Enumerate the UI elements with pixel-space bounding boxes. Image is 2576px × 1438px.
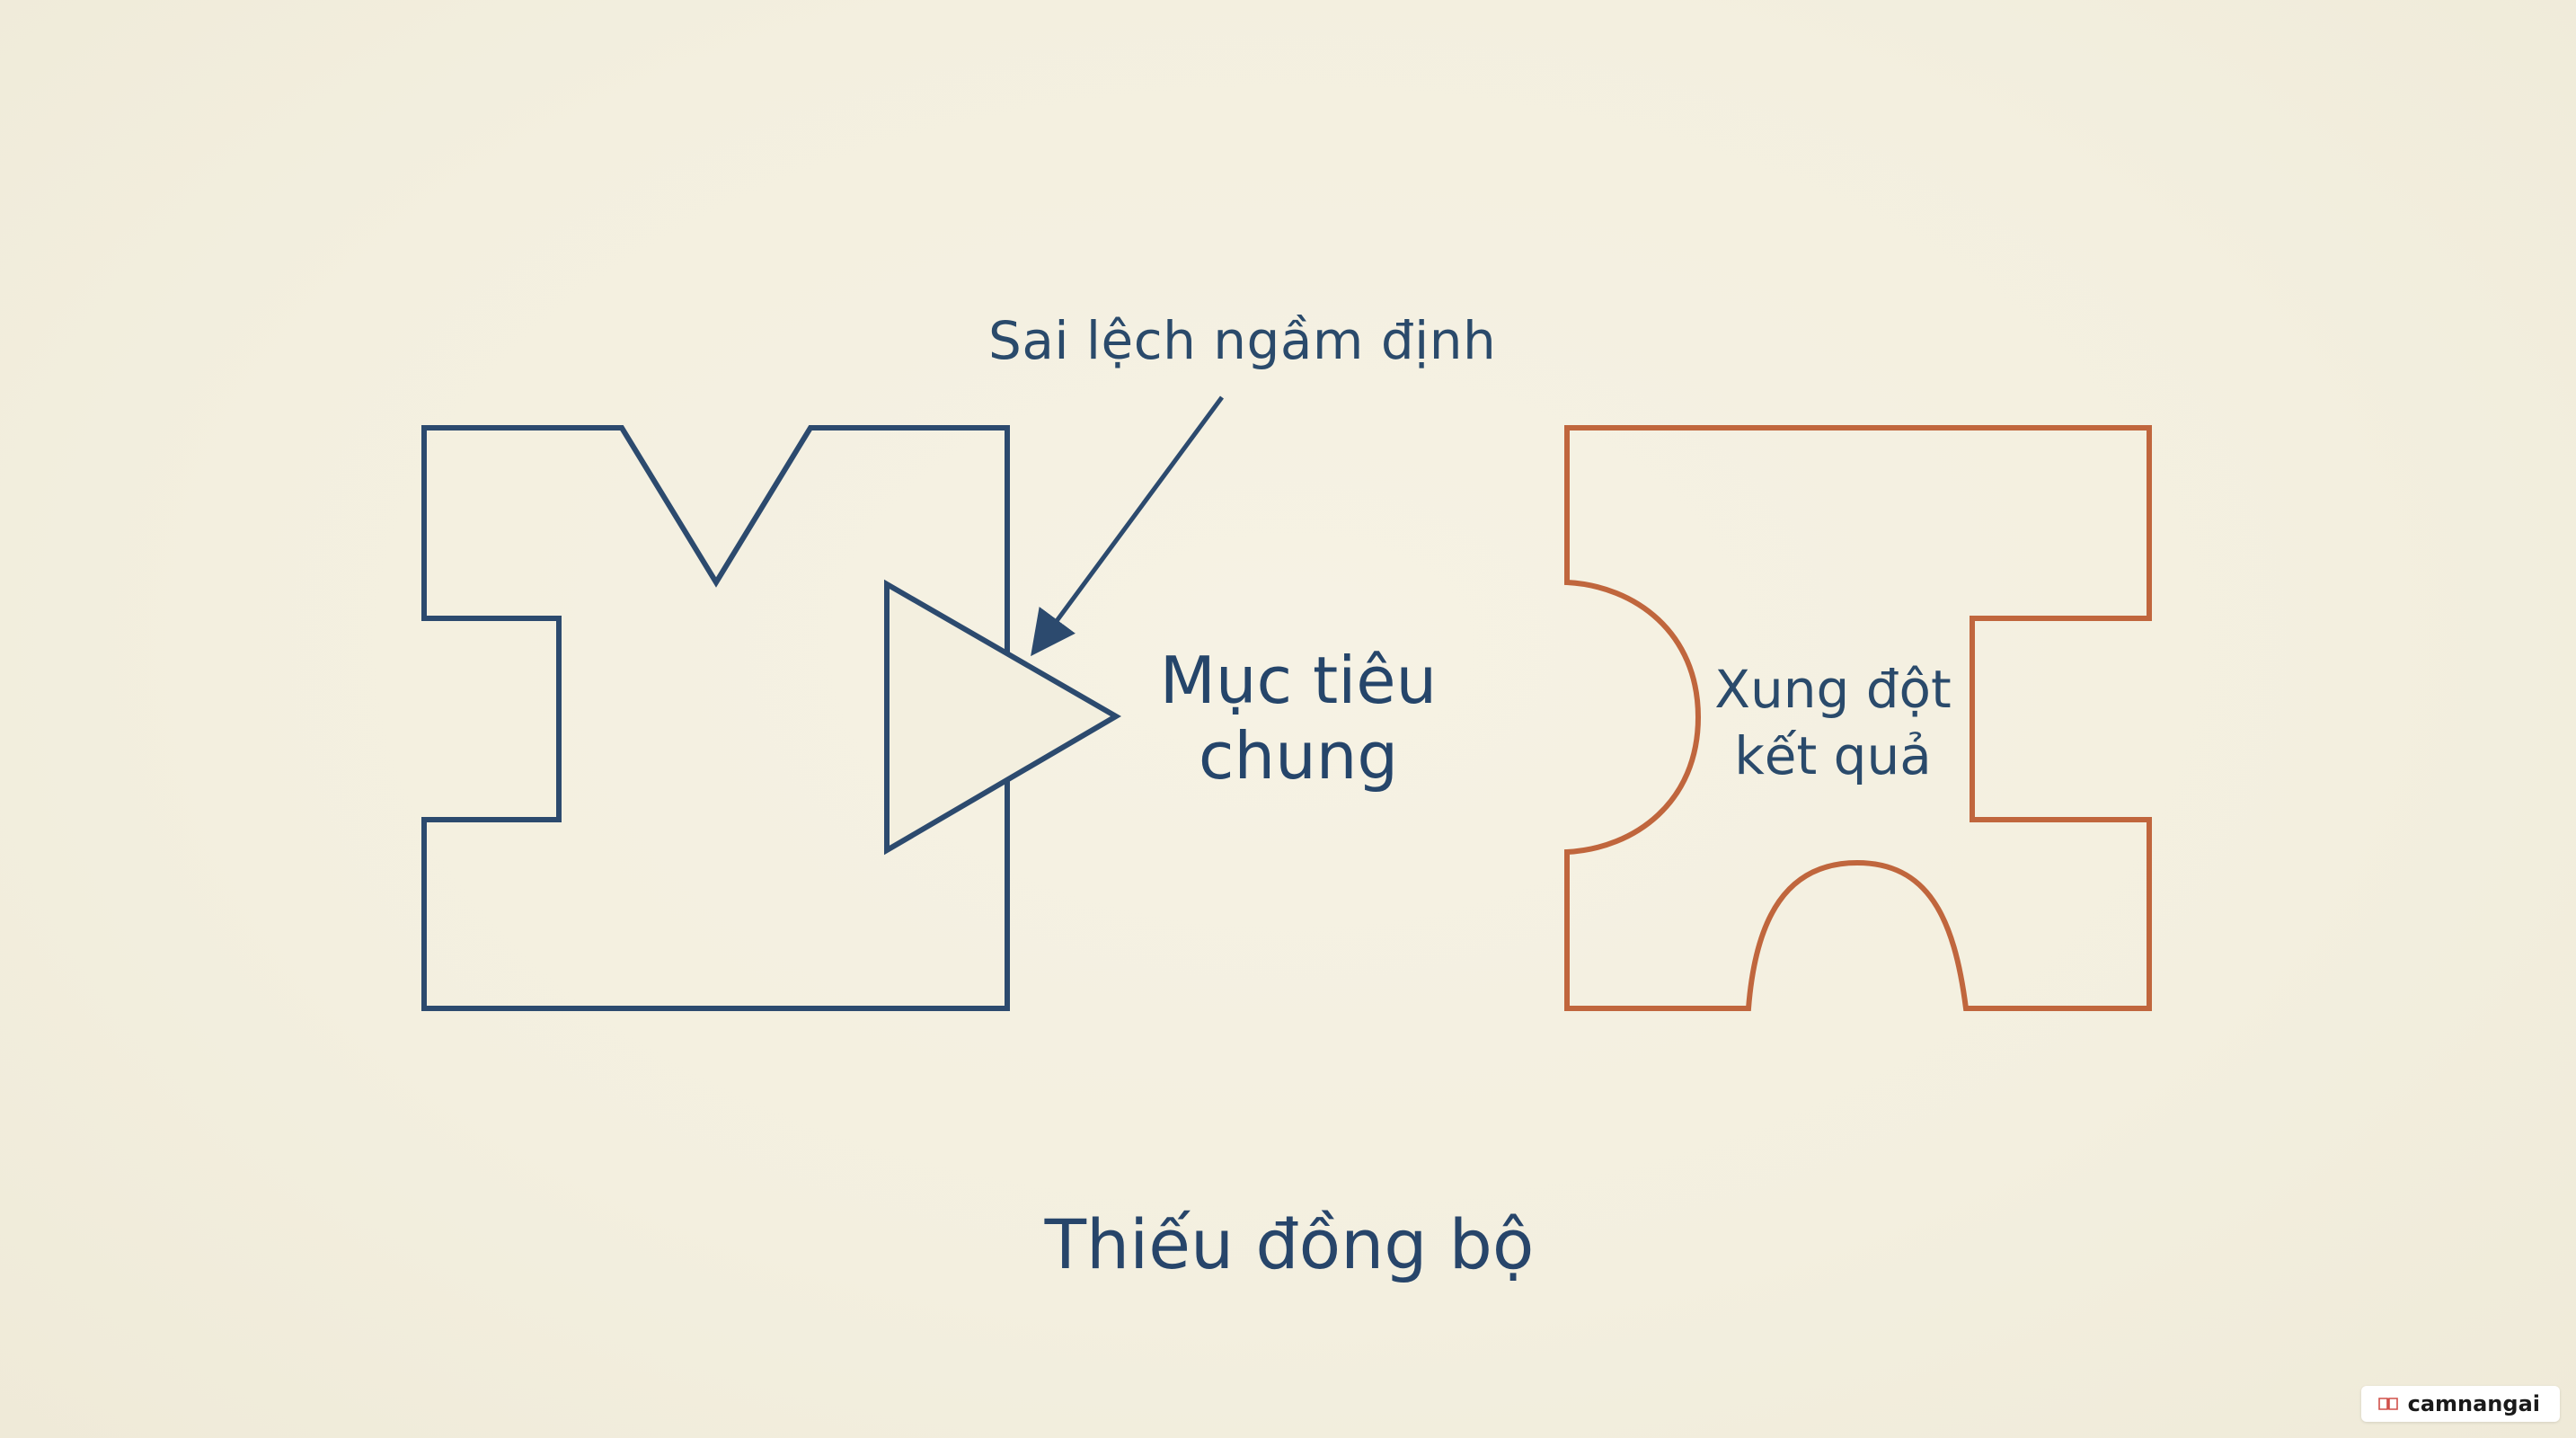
goal-label-line2: chung — [1198, 718, 1399, 794]
watermark-text: camnangai — [2407, 1391, 2540, 1416]
conflict-label: Xung đột kết quả — [1671, 656, 1995, 789]
watermark-badge[interactable]: camnangai — [2360, 1386, 2560, 1422]
blue-notched-shape — [421, 425, 1010, 1011]
orange-puzzle-shape — [1564, 425, 2152, 1011]
bias-label: Sai lệch ngầm định — [988, 310, 1497, 371]
book-icon — [2377, 1398, 2398, 1410]
goal-label: Mục tiêu chung — [1105, 643, 1492, 794]
conflict-label-line2: kết quả — [1734, 725, 1932, 786]
goal-label-line1: Mục tiêu — [1159, 643, 1438, 718]
conflict-label-line1: Xung đột — [1714, 659, 1952, 720]
bias-arrow — [1031, 395, 1225, 657]
caption-title: Thiếu đồng bộ — [1044, 1204, 1535, 1284]
goal-triangle — [884, 579, 1121, 856]
